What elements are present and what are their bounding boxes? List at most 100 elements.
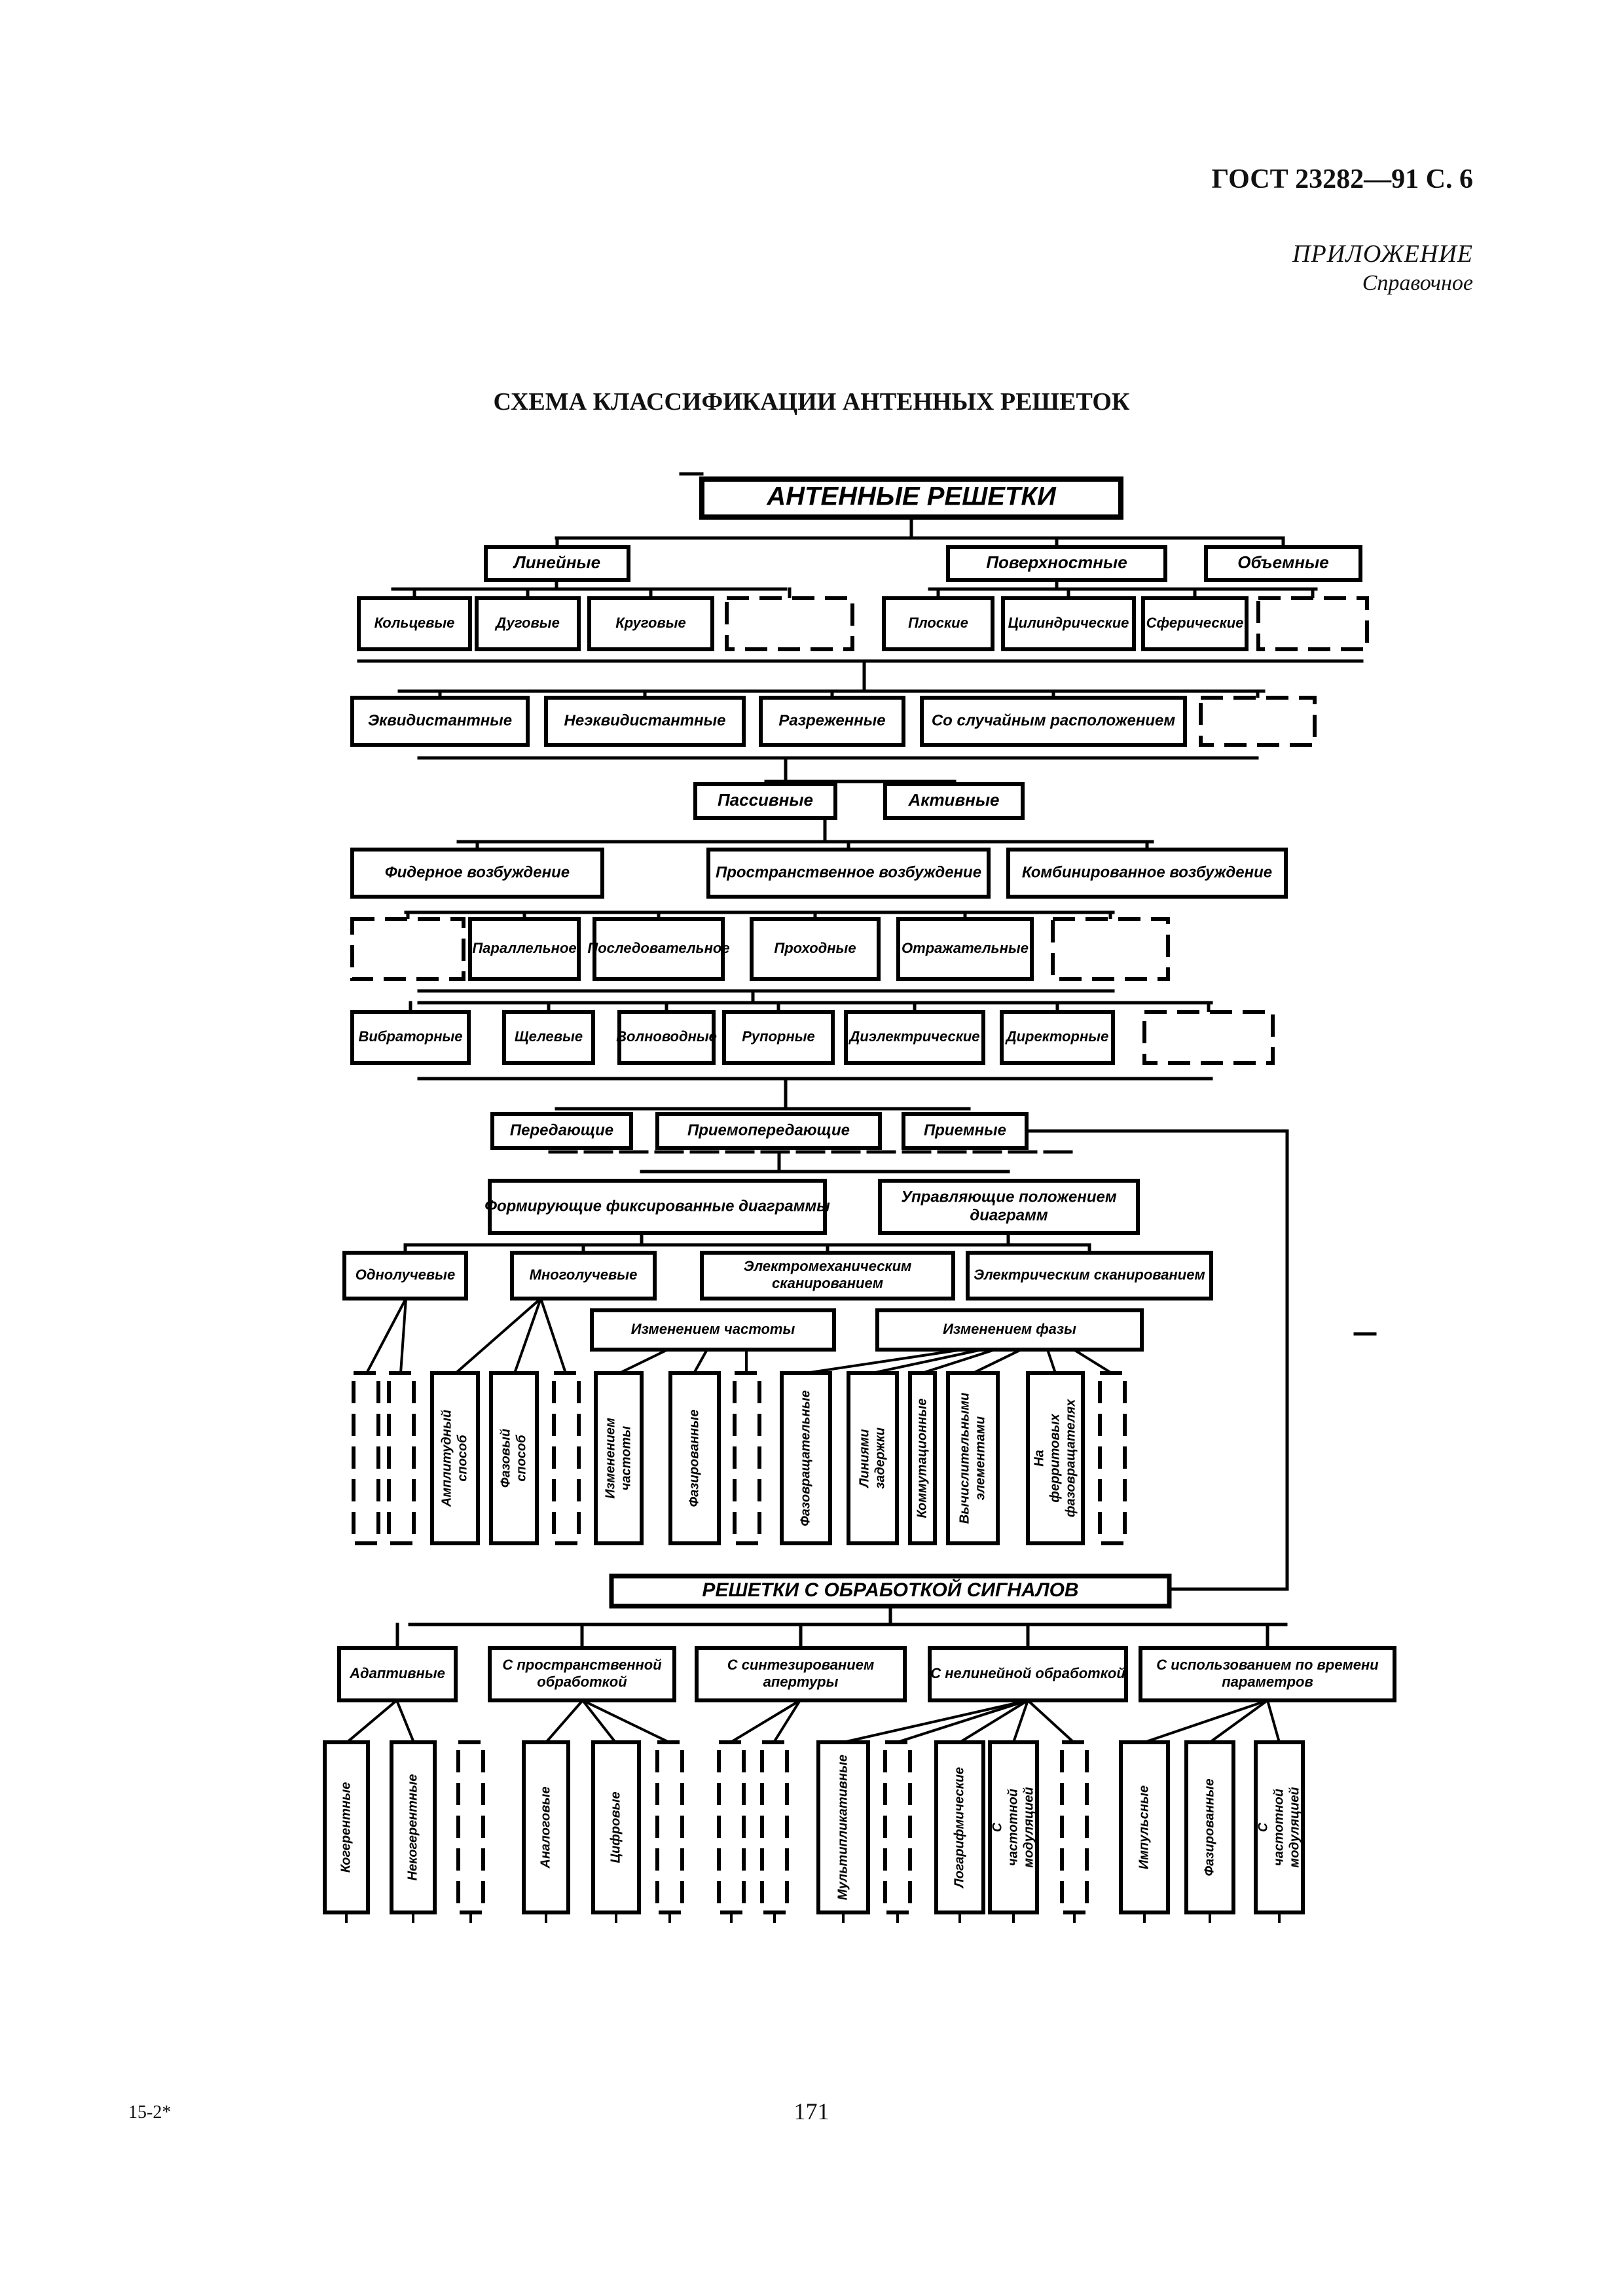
box-beam-8-label: Фазовращательные xyxy=(798,1390,812,1526)
box-level6-0-frame xyxy=(350,1010,471,1065)
box-level9-3: Электрическим сканированием xyxy=(966,1251,1213,1300)
connector-line xyxy=(870,1348,984,1375)
box-level1b-3-frame xyxy=(725,596,854,651)
box-level10-0-label: Изменением частоты xyxy=(631,1321,795,1337)
box-beam-12-frame xyxy=(1026,1371,1085,1545)
box-level6-2: Волноводные xyxy=(616,1010,717,1065)
box-signal-root-frame xyxy=(609,1573,1172,1609)
box-level8-0-frame xyxy=(488,1179,827,1235)
connector-line xyxy=(581,1698,617,1744)
box-signal-root: РЕШЕТКИ С ОБРАБОТКОЙ СИГНАЛОВ xyxy=(609,1573,1172,1609)
box-level7-1-label: Приемопередающие xyxy=(687,1121,850,1139)
box-level3-0: Пассивные xyxy=(693,782,837,820)
appendix-type: Справочное xyxy=(1362,271,1473,295)
box-level3-0-label: Пассивные xyxy=(718,790,813,810)
box-level2-4 xyxy=(1199,696,1317,747)
box-signal-l1-0-frame xyxy=(337,1646,458,1702)
box-signal-l2-3: Аналоговые xyxy=(522,1740,570,1914)
box-level5-2: Последовательное xyxy=(587,917,730,981)
box-signal-l2-12 xyxy=(1060,1740,1089,1914)
box-level5-1-label: Параллельное xyxy=(472,940,576,956)
box-signal-l1-2-label: апертуры xyxy=(763,1674,839,1690)
box-signal-l2-15-label: частотной xyxy=(1271,1789,1286,1866)
box-signal-l2-1-label: Некогерентные xyxy=(405,1774,420,1881)
box-level2-3-label: Со случайным расположением xyxy=(932,711,1176,729)
box-level7-0-frame xyxy=(490,1112,633,1150)
box-level9-0: Однолучевые xyxy=(342,1251,468,1300)
box-level9-2-label: Электромеханическим xyxy=(744,1258,912,1274)
connector-line xyxy=(920,1348,997,1375)
box-level6-4-frame xyxy=(844,1010,985,1065)
box-level5-0 xyxy=(350,917,465,981)
box-beam-9-frame xyxy=(847,1371,899,1545)
box-level6-0-label: Вибраторные xyxy=(358,1028,462,1045)
box-signal-l1-4-label: С использованием по времени xyxy=(1156,1657,1379,1673)
box-signal-l2-11-label: частотной xyxy=(1006,1789,1020,1866)
appendix-label: ПРИЛОЖЕНИЕ xyxy=(1292,240,1473,268)
box-level1b-6-frame xyxy=(1141,596,1249,651)
box-level1b-1: Дуговые xyxy=(475,596,581,651)
box-level1-2: Объемные xyxy=(1204,545,1362,582)
box-signal-l2-10-label: Логарифмические xyxy=(952,1767,966,1889)
box-level6-0: Вибраторные xyxy=(350,1010,471,1065)
box-level1-1-label: Поверхностные xyxy=(986,552,1127,572)
box-level4-2-label: Комбинированное возбуждение xyxy=(1022,863,1272,881)
page-title: СХЕМА КЛАССИФИКАЦИИ АНТЕННЫХ РЕШЕТОК xyxy=(493,388,1130,416)
box-level4-1-frame xyxy=(706,848,991,899)
box-signal-l2-13: Импульсные xyxy=(1119,1740,1170,1914)
box-level1-0-frame xyxy=(484,545,630,582)
box-beam-10: Коммутационные xyxy=(908,1371,937,1545)
box-signal-l2-11-frame xyxy=(988,1740,1039,1914)
box-signal-l1-1-label: обработкой xyxy=(537,1674,627,1690)
box-signal-l2-6-frame xyxy=(717,1740,746,1914)
box-level6-6 xyxy=(1142,1010,1275,1065)
box-level3-1-frame xyxy=(883,782,1025,820)
box-beam-1 xyxy=(387,1371,416,1545)
box-beam-3-label: способ xyxy=(514,1435,528,1482)
connector-line xyxy=(513,1297,543,1375)
diagram-boxes: АНТЕННЫЕ РЕШЕТКИ Линейные Поверхностные Объ… xyxy=(323,476,1396,1914)
box-signal-l2-6 xyxy=(717,1740,746,1914)
box-level1b-6: Сферические xyxy=(1141,596,1249,651)
box-beam-1-frame xyxy=(387,1371,416,1545)
box-signal-l2-5 xyxy=(655,1740,684,1914)
box-signal-l2-0: Когерентные xyxy=(323,1740,370,1914)
box-level2-3-frame xyxy=(920,696,1187,747)
box-signal-l1-4-frame xyxy=(1139,1646,1396,1702)
box-level1b-5-frame xyxy=(1001,596,1136,651)
connector-line xyxy=(1072,1348,1114,1375)
box-level1-0-label: Линейные xyxy=(513,552,600,572)
box-beam-12-label: На xyxy=(1032,1450,1046,1467)
box-level2-3: Со случайным расположением xyxy=(920,696,1187,747)
box-beam-2-label: Амплитудный xyxy=(439,1410,454,1507)
box-signal-l2-8: Мультипликативные xyxy=(816,1740,870,1914)
box-level5-3-label: Проходные xyxy=(774,940,856,956)
box-level1b-2-label: Круговые xyxy=(615,615,686,631)
box-level9-1: Многолучевые xyxy=(510,1251,657,1300)
box-beam-12-label: фазовращателях xyxy=(1063,1399,1078,1517)
box-level1b-0-frame xyxy=(357,596,472,651)
box-level1-1-frame xyxy=(946,545,1167,582)
box-level6-4: Диэлектрические xyxy=(844,1010,985,1065)
box-level1-2-label: Объемные xyxy=(1237,552,1328,572)
box-level7-0: Передающие xyxy=(490,1112,633,1150)
box-level9-2-label: сканированием xyxy=(772,1275,883,1291)
box-level4-0-frame xyxy=(350,848,604,899)
box-level7-2-frame xyxy=(902,1112,1029,1150)
connector-line xyxy=(1046,1348,1057,1375)
box-signal-l2-8-frame xyxy=(816,1740,870,1914)
box-signal-l1-2-frame xyxy=(695,1646,907,1702)
box-level5-3: Проходные xyxy=(750,917,881,981)
box-level2-0: Эквидистантные xyxy=(350,696,530,747)
box-level9-1-label: Многолучевые xyxy=(530,1266,638,1283)
box-level2-1-label: Неэквидистантные xyxy=(564,711,726,729)
box-beam-5-frame xyxy=(594,1371,644,1545)
box-root: АНТЕННЫЕ РЕШЕТКИ xyxy=(699,476,1123,520)
box-level1b-4-label: Плоские xyxy=(908,615,968,631)
box-root-frame xyxy=(699,476,1123,520)
box-signal-l2-2 xyxy=(456,1740,485,1914)
connector-line xyxy=(365,1297,408,1375)
box-level6-5: Директорные xyxy=(1000,1010,1115,1065)
box-level4-2: Комбинированное возбуждение xyxy=(1006,848,1288,899)
